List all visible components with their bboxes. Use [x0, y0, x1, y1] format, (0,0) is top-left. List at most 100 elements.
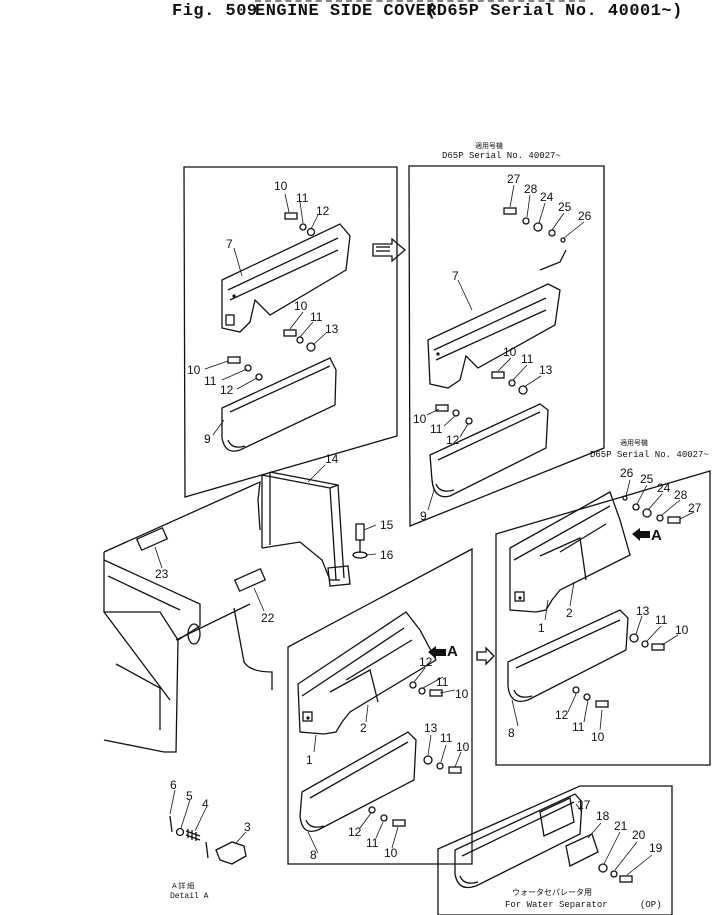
callout-9: 9 [420, 509, 427, 523]
view-arrow-small [476, 646, 495, 666]
callout-10: 10 [455, 687, 469, 701]
panel-right-middle [495, 470, 711, 766]
callout-13: 13 [636, 604, 650, 618]
callout-10: 10 [456, 740, 470, 754]
callout-25: 25 [558, 200, 572, 214]
panel-water-separator [437, 785, 673, 915]
figure-number: Fig. 509 [172, 2, 258, 21]
callout-12: 12 [446, 433, 460, 447]
cropped-japanese-title-strip [255, 0, 585, 6]
cover-part-9-upper-left [221, 357, 337, 452]
panel-upper-left [183, 166, 398, 498]
callout-8: 8 [508, 726, 515, 740]
callout-11: 11 [655, 613, 668, 627]
callout-2: 2 [566, 606, 573, 620]
callout-12: 12 [419, 655, 433, 669]
leader-lines-water-separator [575, 803, 653, 876]
panel-center-middle [287, 547, 473, 865]
callout-24: 24 [657, 481, 671, 495]
callout-13: 13 [325, 322, 339, 336]
callout-10: 10 [274, 179, 288, 193]
callout-24: 24 [540, 190, 554, 204]
callout-27: 27 [507, 172, 521, 186]
water-separator-note-en: For Water Separator [505, 900, 608, 910]
figure-serial-note: (D65P Serial No. 40001~) [426, 2, 683, 21]
leader-lines-frame [154, 464, 377, 612]
panel-upper-right [408, 165, 605, 527]
callout-17: 17 [577, 798, 591, 812]
callout-12: 12 [348, 825, 362, 839]
cover-part-8-center [299, 731, 417, 833]
callout-19: 19 [649, 841, 663, 855]
leader-lines-center-middle [307, 667, 462, 854]
leader-lines-upper-right [426, 184, 585, 511]
fasteners-upper-right [435, 207, 566, 425]
callout-13: 13 [424, 721, 438, 735]
callout-4: 4 [202, 797, 209, 811]
callout-11: 11 [366, 836, 379, 850]
callout-10: 10 [384, 846, 398, 860]
fasteners-right-middle [572, 495, 681, 708]
callout-12: 12 [555, 708, 569, 722]
callout-20: 20 [632, 828, 646, 842]
callout-11: 11 [521, 352, 534, 366]
callout-23: 23 [155, 567, 169, 581]
callout-6: 6 [170, 778, 177, 792]
callout-5: 5 [186, 789, 193, 803]
callout-12: 12 [220, 383, 234, 397]
callout-11: 11 [204, 374, 217, 388]
callout-26: 26 [578, 209, 592, 223]
callout-7: 7 [452, 269, 459, 283]
arrow-a-center-middle [428, 646, 446, 659]
detail-a-label-jp: A 詳 細 [172, 881, 194, 890]
arrow-a-label-center: A [447, 643, 458, 660]
callout-25: 25 [640, 472, 654, 486]
callout-28: 28 [674, 488, 688, 502]
callout-10: 10 [503, 345, 517, 359]
callout-15: 15 [380, 518, 394, 532]
fasteners-center-middle [368, 681, 462, 827]
callout-14: 14 [325, 452, 339, 466]
callout-10: 10 [675, 623, 689, 637]
right-middle-note-jp: 適用号機 [620, 438, 648, 447]
cover-part-1-2-center [297, 611, 437, 735]
detail-a-drawing [169, 815, 247, 865]
cover-part-7-upper-right [427, 249, 567, 389]
leader-lines-upper-left [204, 193, 327, 436]
callout-21: 21 [614, 819, 628, 833]
bolt-part-15-16 [352, 523, 368, 559]
callout-11: 11 [310, 310, 323, 324]
callout-1: 1 [538, 621, 545, 635]
callout-7: 7 [226, 237, 233, 251]
upper-right-note-serial: D65P Serial No. 40027~ [442, 151, 561, 161]
callout-3: 3 [244, 820, 251, 834]
callout-2: 2 [360, 721, 367, 735]
leader-lines-right-middle [511, 479, 695, 731]
water-separator-option: (OP) [640, 900, 662, 910]
right-middle-note-serial: D65P Serial No. 40027~ [590, 450, 709, 460]
callout-16: 16 [380, 548, 394, 562]
callout-10: 10 [294, 299, 308, 313]
callout-11: 11 [572, 720, 585, 734]
callout-22: 22 [261, 611, 275, 625]
figure-title: ENGINE SIDE COVER [255, 2, 437, 21]
callout-8: 8 [310, 848, 317, 862]
cover-part-1-2-right [509, 491, 631, 613]
callout-27: 27 [688, 501, 702, 515]
cover-part-8-right [507, 609, 629, 703]
callout-13: 13 [539, 363, 553, 377]
callout-11: 11 [296, 191, 309, 205]
callout-1: 1 [306, 753, 313, 767]
tank-body [103, 480, 273, 753]
callout-11: 11 [430, 422, 443, 436]
callout-12: 12 [316, 204, 330, 218]
callout-10: 10 [591, 730, 605, 744]
callout-11: 11 [440, 731, 453, 745]
fasteners-upper-left [227, 212, 316, 381]
figure-title-bar: Fig. 509 ENGINE SIDE COVER (D65P Serial … [0, 0, 715, 24]
callout-28: 28 [524, 182, 538, 196]
callout-10: 10 [187, 363, 201, 377]
detail-a-label-en: Detail A [170, 892, 209, 901]
